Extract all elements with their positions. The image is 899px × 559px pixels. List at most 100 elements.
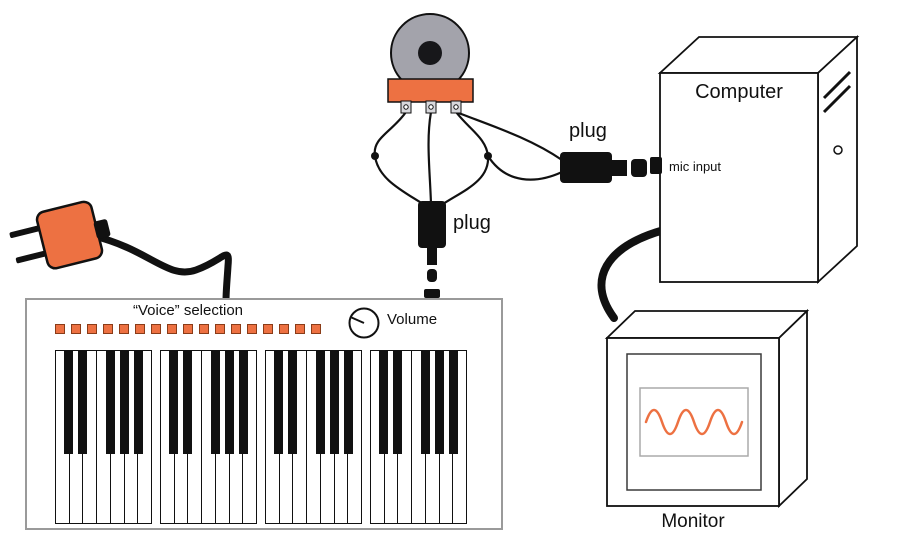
- keyboard-output-jack: [424, 289, 440, 298]
- black-key: [238, 350, 248, 454]
- power-plug-prong-icon: [15, 250, 50, 264]
- monitor-right-face: [778, 308, 808, 509]
- voice-button: [199, 324, 209, 334]
- octave: [265, 350, 363, 524]
- black-key: [224, 350, 234, 454]
- black-key: [379, 350, 389, 454]
- computer-power-button-icon: [833, 145, 843, 155]
- wire: [439, 155, 490, 207]
- wire: [373, 155, 427, 207]
- power-plug-boot: [93, 219, 111, 239]
- volume-label: Volume: [387, 311, 438, 328]
- plug-shaft: [427, 248, 437, 265]
- audio-plug-horizontal: [560, 152, 647, 183]
- black-key: [288, 350, 298, 454]
- black-key: [434, 350, 444, 454]
- black-key: [119, 350, 129, 454]
- plug-side-label: plug: [569, 120, 607, 142]
- voice-button: [103, 324, 113, 334]
- black-key: [78, 350, 88, 454]
- wire: [427, 111, 433, 205]
- sine-wave: [644, 408, 744, 436]
- voice-button: [71, 324, 81, 334]
- computer-label: Computer: [695, 81, 783, 103]
- wire: [373, 111, 407, 157]
- black-key: [183, 350, 193, 454]
- wire: [455, 111, 490, 157]
- black-key: [105, 350, 115, 454]
- speaker-terminal: [450, 100, 462, 114]
- voice-button: [311, 324, 321, 334]
- keyboard-panel: “Voice” selection Volume: [25, 298, 503, 530]
- speaker-frame: [387, 78, 474, 103]
- speaker-magnet-center: [418, 41, 442, 65]
- voice-button: [295, 324, 305, 334]
- speaker-wires: [373, 110, 563, 207]
- power-cord: [90, 232, 232, 305]
- power-plug: [9, 200, 111, 270]
- volume-knob: [348, 307, 380, 339]
- voice-button: [151, 324, 161, 334]
- black-key: [448, 350, 458, 454]
- voice-button: [263, 324, 273, 334]
- black-key: [169, 350, 179, 454]
- black-key: [420, 350, 430, 454]
- voice-button: [215, 324, 225, 334]
- computer-front-face: [659, 72, 819, 283]
- terminal-hole: [428, 104, 434, 110]
- volume-knob-pointer-icon: [351, 316, 365, 324]
- black-key: [64, 350, 74, 454]
- voice-button: [279, 324, 289, 334]
- voice-button: [87, 324, 97, 334]
- plug-shaft: [612, 160, 627, 176]
- computer-vent-icon: [822, 70, 852, 100]
- plug-tip: [631, 159, 647, 177]
- black-key: [133, 350, 143, 454]
- voice-button: [183, 324, 193, 334]
- mic-input-jack: [650, 157, 662, 174]
- wire-junction-dot: [371, 152, 379, 160]
- computer-vent-icon: [822, 84, 852, 114]
- speaker-terminal: [425, 100, 437, 114]
- audio-plug-vertical: [418, 201, 446, 282]
- octave: [160, 350, 258, 524]
- voice-button: [247, 324, 257, 334]
- speaker-terminal: [400, 100, 412, 114]
- plug-top-label: plug: [453, 212, 491, 234]
- plug-handle: [560, 152, 612, 183]
- wire-junction-dot: [484, 152, 492, 160]
- power-plug-body: [35, 200, 104, 270]
- monitor-label: Monitor: [661, 511, 725, 532]
- voice-button: [55, 324, 65, 334]
- computer-right-face: [817, 34, 858, 285]
- voice-button: [119, 324, 129, 334]
- voice-button: [135, 324, 145, 334]
- voice-button: [231, 324, 241, 334]
- keys: [55, 350, 468, 524]
- black-key: [393, 350, 403, 454]
- speaker: [387, 13, 474, 114]
- plug-handle: [418, 201, 446, 248]
- plug-tip: [427, 269, 437, 282]
- terminal-hole: [403, 104, 409, 110]
- black-key: [329, 350, 339, 454]
- power-plug-prong-icon: [9, 224, 44, 238]
- terminal-hole: [453, 104, 459, 110]
- voice-selection-label: “Voice” selection: [132, 302, 244, 319]
- monitor: [604, 308, 810, 509]
- voice-buttons: [55, 324, 321, 334]
- black-key: [274, 350, 284, 454]
- black-key: [210, 350, 220, 454]
- black-key: [343, 350, 353, 454]
- mic-input-label: mic input: [669, 159, 722, 174]
- monitor-cable: [597, 226, 668, 322]
- voice-button: [167, 324, 177, 334]
- octave: [370, 350, 468, 524]
- wire: [455, 110, 563, 161]
- monitor-top-face: [604, 310, 810, 339]
- octave: [55, 350, 153, 524]
- wire: [487, 155, 563, 181]
- black-key: [315, 350, 325, 454]
